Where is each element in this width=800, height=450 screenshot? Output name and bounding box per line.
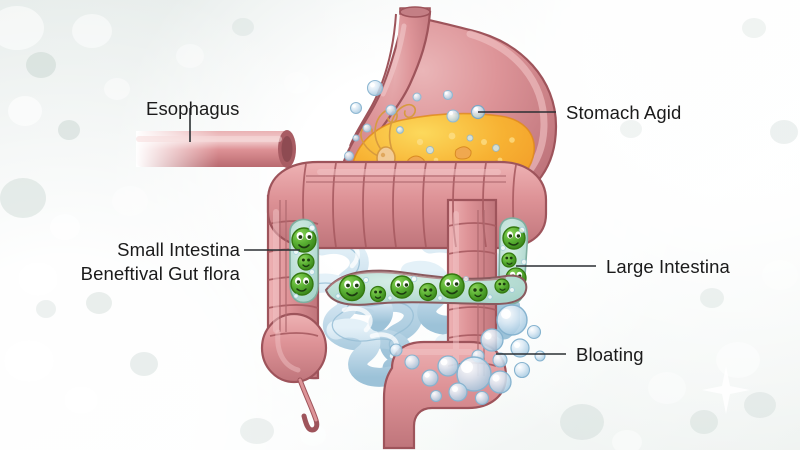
label-large-intestine: Large Intestina [606, 256, 730, 277]
label-bloating: Bloating [576, 344, 644, 365]
leader-lines [189, 108, 596, 355]
gut-flora-left [289, 218, 319, 304]
label-stomach-acid: Stomach Agid [566, 102, 682, 123]
label-small-intestine-line1: Small Intestina [117, 239, 240, 260]
bloating-gas-bubbles [389, 304, 546, 406]
label-small-intestine: Small Intestina Beneftival Gut flora [60, 238, 240, 286]
label-esophagus: Esophagus [146, 98, 240, 119]
gut-flora-central-tube [324, 269, 528, 306]
label-small-intestine-line2: Beneftival Gut flora [80, 263, 240, 284]
esophagus-tube [136, 130, 296, 168]
